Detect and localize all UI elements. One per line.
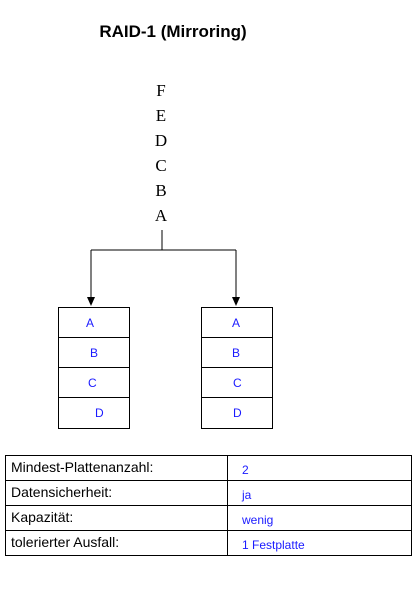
right-arrowhead — [232, 297, 240, 306]
property-value: wenig — [227, 505, 412, 531]
table-row: Kapazität: wenig — [5, 505, 412, 531]
data-block-letter: B — [155, 181, 167, 200]
left-arrowhead — [87, 297, 95, 306]
property-value: 2 — [227, 455, 412, 481]
property-label: tolerierter Ausfall: — [5, 530, 228, 556]
property-label: Kapazität: — [5, 505, 228, 531]
property-value: ja — [227, 480, 412, 506]
property-label: Datensicherheit: — [5, 480, 228, 506]
disk-block: D — [95, 406, 104, 420]
disk-block: A — [202, 308, 272, 338]
property-label: Mindest-Plattenanzahl: — [5, 455, 228, 481]
data-block-letter: E — [155, 106, 167, 125]
disk-2: A B C D — [201, 307, 273, 429]
disk-block: A — [59, 308, 129, 338]
disk-block: B — [202, 338, 272, 368]
table-row: Datensicherheit: ja — [5, 480, 412, 506]
table-row: tolerierter Ausfall: 1 Festplatte — [5, 530, 412, 556]
disk-1: A B C D — [58, 307, 130, 429]
disk-block: D — [233, 406, 242, 420]
raid-properties-table: Mindest-Plattenanzahl: 2 Datensicherheit… — [5, 455, 412, 556]
data-block-letter: A — [154, 206, 168, 225]
disk-block: C — [202, 368, 272, 398]
data-block-letter: F — [156, 81, 166, 100]
data-block-letter: D — [154, 131, 168, 150]
property-value: 1 Festplatte — [227, 530, 412, 556]
disk-block: B — [59, 338, 129, 368]
disk-block: C — [59, 368, 129, 398]
diagram-title: RAID-1 (Mirroring) — [99, 22, 247, 41]
table-row: Mindest-Plattenanzahl: 2 — [5, 455, 412, 481]
data-block-letter: C — [155, 156, 167, 175]
